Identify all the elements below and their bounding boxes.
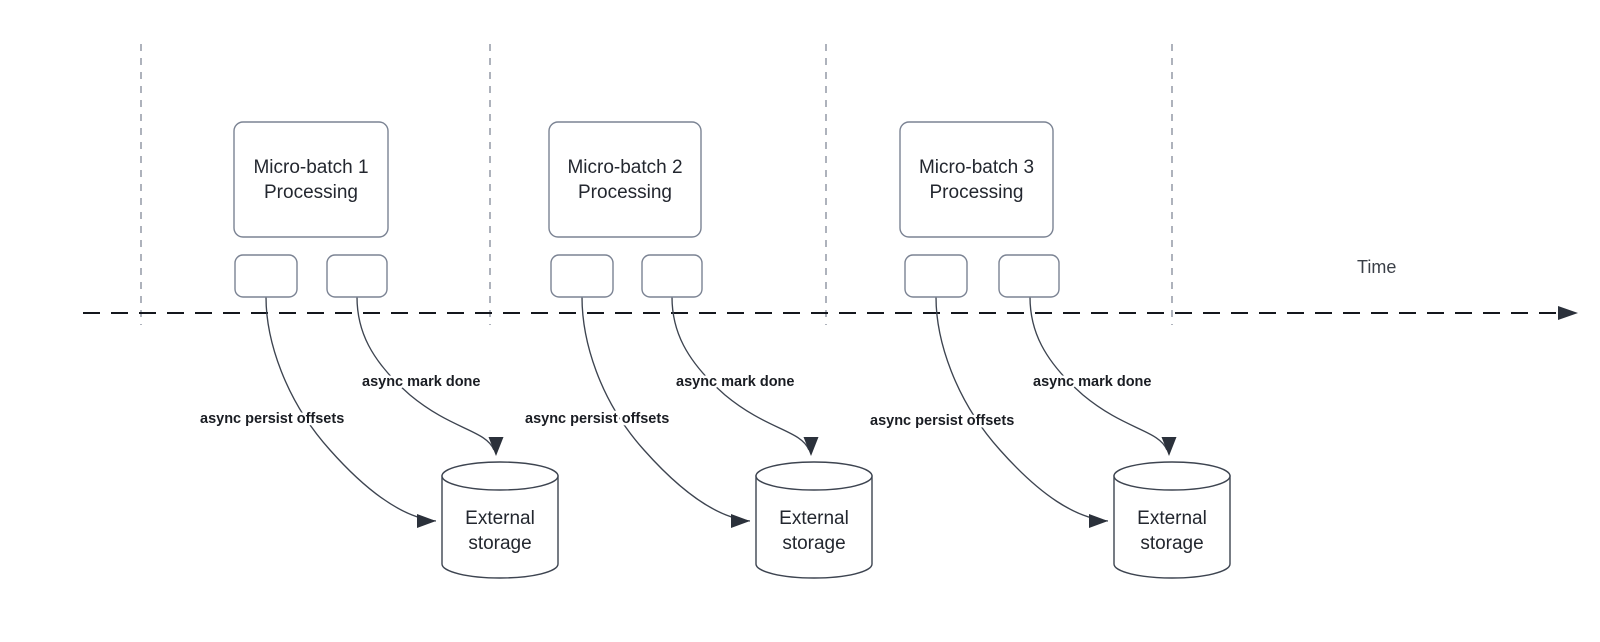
time-axis-arrowhead <box>1558 306 1578 320</box>
micro-batch-box-2[interactable] <box>548 121 702 238</box>
external-storage-sublabel-1: storage <box>468 533 531 554</box>
timeline-tick-group <box>140 44 1173 325</box>
micro-batch-label-1: Micro-batch 1 <box>253 157 368 178</box>
external-storage-cylinder-top-2 <box>755 461 873 491</box>
mark-done-task-2[interactable] <box>641 254 703 298</box>
micro-batch-label-3: Micro-batch 3 <box>919 157 1034 178</box>
async-mark-done-arrowhead <box>488 437 504 456</box>
axis-label-group: Time <box>1357 257 1396 277</box>
external-storage-cylinder-top-1 <box>441 461 559 491</box>
async-persist-offsets-label: async persist offsets <box>525 411 669 427</box>
persist-offsets-task-1[interactable] <box>234 254 298 298</box>
persist-offsets-task-2[interactable] <box>550 254 614 298</box>
micro-batch-sublabel-2: Processing <box>578 182 672 203</box>
time-axis-label: Time <box>1357 257 1396 277</box>
external-storage-sublabel-3: storage <box>1140 533 1203 554</box>
async-mark-done-curve <box>356 296 495 451</box>
micro-batch-sublabel-3: Processing <box>930 182 1024 203</box>
async-mark-done-label: async mark done <box>1033 374 1151 390</box>
micro-batch-label-2: Micro-batch 2 <box>567 157 682 178</box>
async-mark-done-label: async mark done <box>676 374 794 390</box>
external-storage-cylinder-3[interactable] <box>1113 475 1231 579</box>
async-persist-offsets-label: async persist offsets <box>200 411 344 427</box>
external-storage-sublabel-2: storage <box>782 533 845 554</box>
micro-batch-sublabel-1: Processing <box>264 182 358 203</box>
external-storage-cylinder-1[interactable] <box>441 475 559 579</box>
async-persist-offsets-arrowhead <box>417 514 436 528</box>
edge-label-group: async persist offsets async mark done asyn… <box>198 372 1154 432</box>
async-mark-done-arrowhead <box>1161 437 1177 456</box>
async-persist-offsets-arrowhead <box>1089 514 1108 528</box>
external-storage-cylinder-2[interactable] <box>755 475 873 579</box>
external-storage-cylinder-top-3 <box>1113 461 1231 491</box>
external-storage-label-3: External <box>1137 508 1207 529</box>
micro-batch-box-1[interactable] <box>233 121 389 238</box>
persist-offsets-task-3[interactable] <box>904 254 968 298</box>
async-mark-done-curve <box>671 296 810 451</box>
async-mark-done-arrowhead <box>803 437 819 456</box>
timeline-axis-group <box>83 306 1578 320</box>
async-persist-offsets-arrowhead <box>731 514 750 528</box>
async-persist-offsets-curve <box>935 296 1109 522</box>
external-storage-label-2: External <box>779 508 849 529</box>
async-persist-offsets-curve <box>581 296 751 522</box>
mark-done-task-3[interactable] <box>998 254 1060 298</box>
mark-done-task-1[interactable] <box>326 254 388 298</box>
async-mark-done-label: async mark done <box>362 374 480 390</box>
async-persist-offsets-label: async persist offsets <box>870 413 1014 429</box>
async-persist-offsets-curve <box>265 296 437 522</box>
micro-batch-box-3[interactable] <box>899 121 1054 238</box>
async-mark-done-curve <box>1029 296 1168 451</box>
edge-group <box>265 296 1177 528</box>
external-storage-label-1: External <box>465 508 535 529</box>
